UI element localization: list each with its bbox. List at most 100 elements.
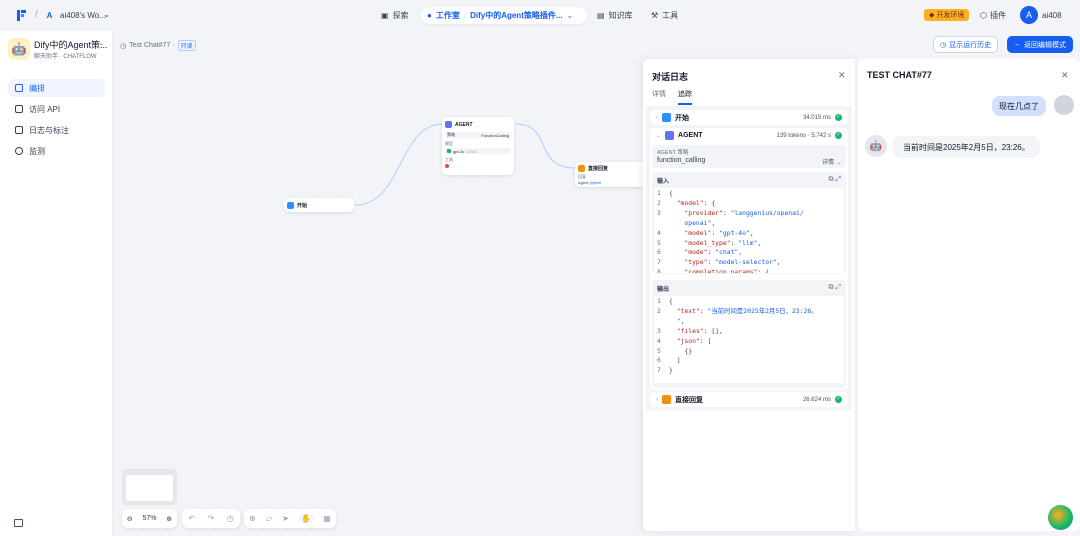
agent-model-tag: CHAT xyxy=(466,148,477,154)
minimap-viewport[interactable] xyxy=(126,475,173,501)
dify-logo-icon[interactable] xyxy=(16,9,29,22)
agent-strategy-box xyxy=(652,145,846,168)
chevron-down-icon[interactable]: ⌄ xyxy=(103,10,110,19)
answer-label: 回复 xyxy=(578,174,586,179)
chevron-down-icon[interactable]: ⌄ xyxy=(566,11,574,20)
floating-assistant-icon[interactable] xyxy=(1048,505,1073,530)
explore-icon: ▣ xyxy=(381,11,389,20)
nav-tools-label: 工具 xyxy=(662,11,679,20)
test-chat-panel xyxy=(858,59,1080,531)
nav-explore[interactable]: ▣ 探索 xyxy=(381,7,409,24)
nav-studio[interactable]: ● 工作室 / Dify中的Agent策略插件... ⌄ xyxy=(421,7,587,24)
chevron-right-icon[interactable]: › xyxy=(656,114,658,121)
node-answer[interactable]: 直接回复 回复 Agent {x}text xyxy=(575,162,643,187)
show-run-history-label: 显示运行历史 xyxy=(949,41,992,49)
tag-icon: ◆ xyxy=(929,12,935,19)
redo-icon[interactable]: ↷ xyxy=(207,514,215,523)
canvas-tools: ⊕ ▱ ➤ ✋ ▦ xyxy=(244,509,336,528)
nav-current-app[interactable]: Dify中的Agent策略插件... xyxy=(470,11,563,20)
chevron-down-icon[interactable]: ⌄ xyxy=(656,133,662,139)
plugins-button[interactable]: ⬡ 插件 xyxy=(980,10,1006,21)
layout-grid-icon[interactable]: ▦ xyxy=(323,514,331,523)
expand-icon[interactable]: ⤢ xyxy=(835,284,841,291)
show-run-history-button[interactable]: ◷ 显示运行历史 xyxy=(933,36,999,53)
node-edges xyxy=(354,123,576,206)
node-start-label: 开始 xyxy=(297,203,308,209)
trace-node-reply[interactable]: › 直接回复 26.624 ms ✓ xyxy=(650,392,848,407)
chevron-down-icon[interactable]: ⌄ xyxy=(98,40,104,47)
nav-tools[interactable]: ⚒ 工具 xyxy=(651,7,678,24)
zoom-level[interactable]: 57% xyxy=(142,515,157,522)
tab-detail[interactable]: 详情 xyxy=(652,91,666,98)
input-header: 输入 ⧉ ⤢ xyxy=(652,172,846,188)
history-controls: ↶ ↷ ◷ xyxy=(182,509,240,528)
history-icon[interactable]: ◷ xyxy=(226,514,234,523)
app-type-label: 聊天助手 xyxy=(34,54,59,60)
trace-agent-name: AGENT xyxy=(678,132,703,139)
agent-tools-label: 工具 xyxy=(445,157,453,162)
tab-trace[interactable]: 追踪 xyxy=(678,89,692,105)
nav-knowledge[interactable]: ▤ 知识库 xyxy=(597,7,633,24)
collapse-sidebar-icon[interactable] xyxy=(14,519,23,527)
user-message: 现在几点了 xyxy=(992,96,1046,116)
close-icon[interactable]: ✕ xyxy=(838,70,846,80)
workspace-avatar: A xyxy=(46,11,53,20)
history-icon: ◷ xyxy=(940,41,947,49)
check-icon: ✓ xyxy=(835,132,842,139)
copy-icon[interactable]: ⧉ xyxy=(828,176,834,183)
agent-model-label: 模型 xyxy=(445,141,453,146)
chevron-right-icon[interactable]: › xyxy=(656,396,658,403)
app-name[interactable]: Dify中的Agent策... xyxy=(34,40,108,50)
book-icon: ▤ xyxy=(597,11,605,20)
reply-icon xyxy=(578,165,585,172)
answer-value: Agent xyxy=(578,180,589,185)
trace-node-start[interactable]: › 开始 34.015 ms ✓ xyxy=(650,110,848,125)
zoom-out-icon[interactable]: ⊖ xyxy=(126,515,133,523)
sidebar-item-monitor[interactable]: 监测 xyxy=(8,142,105,160)
workflow-canvas[interactable] xyxy=(113,31,643,536)
input-actions: ⧉ ⤢ xyxy=(828,176,841,185)
breadcrumb: ◷ Test Chat#77 · 只读 xyxy=(120,40,196,51)
hand-icon[interactable]: ✋ xyxy=(299,514,314,523)
sidebar-item-label: 访问 API xyxy=(29,104,61,114)
check-icon: ✓ xyxy=(835,396,842,403)
back-to-edit-button[interactable]: ← 返回编辑模式 xyxy=(1007,36,1073,53)
breadcrumb-label: Test Chat#77 · xyxy=(129,42,175,49)
note-icon[interactable]: ▱ xyxy=(265,514,273,523)
hammer-icon: ⚒ xyxy=(651,11,659,20)
agent-strategy-row: 策略 FunctionCalling xyxy=(445,132,511,138)
output-label: 输出 xyxy=(657,287,670,293)
add-node-icon[interactable]: ⊕ xyxy=(249,514,256,523)
undo-icon[interactable]: ↶ xyxy=(188,514,195,523)
sidebar-item-label: 编排 xyxy=(29,83,45,93)
node-agent[interactable]: AGENT 策略 FunctionCalling 模型 gpt-4o CHAT … xyxy=(442,117,514,175)
sidebar-item-orchestrate[interactable]: 编排 xyxy=(8,79,105,97)
workspace-name[interactable]: ai408's Wo... xyxy=(60,11,106,20)
zoom-in-icon[interactable]: ⊕ xyxy=(166,515,173,523)
trace-node-agent[interactable]: ⌄ AGENT 139 tokens · 5.742 s ✓ xyxy=(650,128,848,143)
node-start[interactable]: 开始 xyxy=(284,198,354,212)
bot-message: 当前时间是2025年2月5日，23:26。 xyxy=(893,136,1040,158)
dashboard-icon xyxy=(15,147,23,155)
node-answer-label: 直接回复 xyxy=(588,166,609,172)
env-badge-label: 开发环境 xyxy=(936,12,965,19)
strategy-detail-link[interactable]: 详情 → xyxy=(822,160,842,166)
zoom-controls: ⊖ 57% ⊕ xyxy=(122,509,177,528)
agent-icon xyxy=(445,121,452,128)
nav-explore-label: 探索 xyxy=(392,11,409,20)
expand-icon[interactable]: ⤢ xyxy=(835,176,841,183)
node-start-title: 开始 xyxy=(284,198,354,213)
close-icon[interactable]: ✕ xyxy=(1061,70,1069,80)
trace-start-time: 34.015 ms xyxy=(802,114,831,121)
input-label: 输入 xyxy=(657,179,670,185)
home-icon xyxy=(662,113,671,122)
sidebar-item-api[interactable]: 访问 API xyxy=(8,100,105,118)
user-name[interactable]: ai408 xyxy=(1042,11,1062,20)
sidebar-item-logs[interactable]: 日志与标注 xyxy=(8,121,105,139)
agent-model-row: gpt-4o CHAT xyxy=(445,148,511,154)
copy-icon[interactable]: ⧉ xyxy=(828,284,834,291)
app-type: 聊天助手 · CHATFLOW xyxy=(34,54,97,60)
pointer-icon[interactable]: ➤ xyxy=(282,514,289,523)
user-avatar xyxy=(1054,95,1074,115)
user-avatar[interactable]: A xyxy=(1020,6,1038,24)
